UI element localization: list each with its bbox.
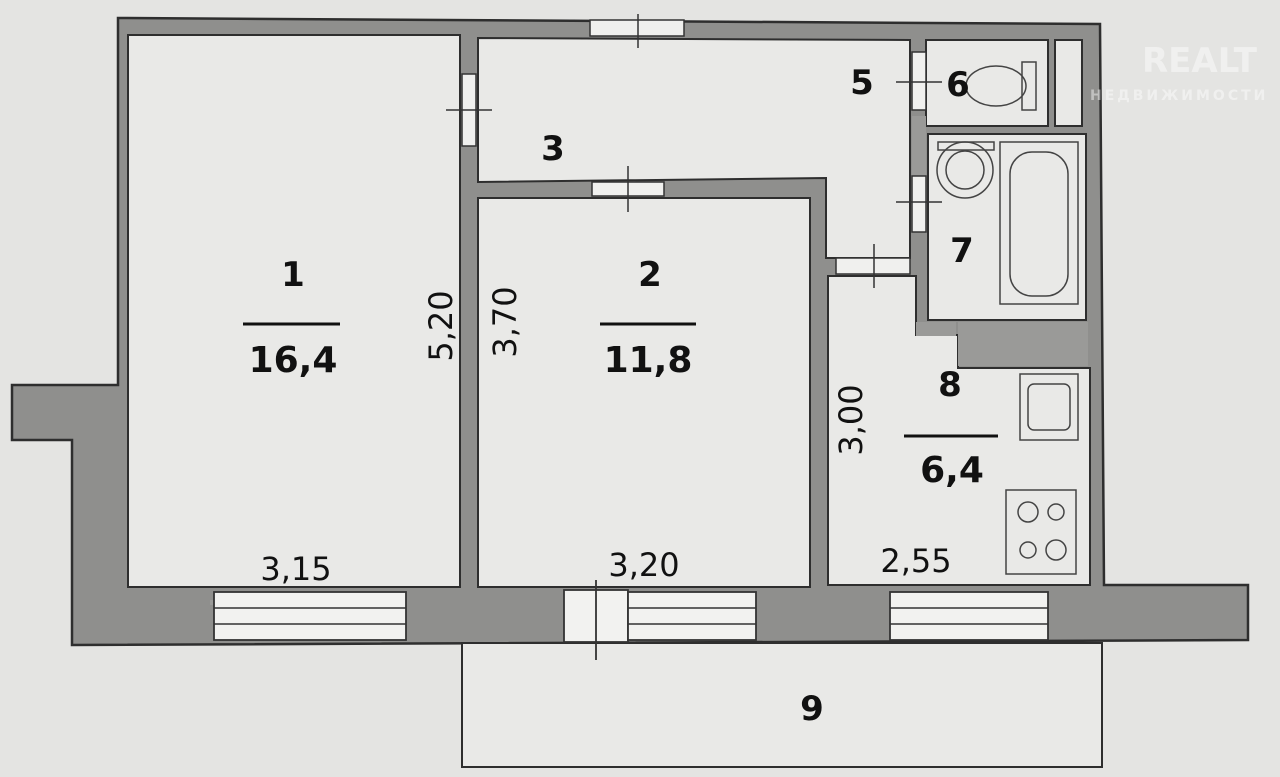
room-8-area: 6,4: [920, 450, 984, 491]
room-7: [927, 133, 1087, 321]
wall-segment: [912, 116, 926, 176]
door-room-8: [835, 244, 911, 288]
window-room-8: [889, 591, 1049, 641]
wall-segment: [958, 322, 1088, 366]
room-3-number: 3: [541, 129, 565, 169]
room-6-number: 6: [946, 65, 970, 105]
room-2: [477, 197, 811, 588]
kitchen-sink-icon: [1019, 373, 1079, 441]
balcony-room-9: [461, 642, 1103, 768]
wall-segment: [916, 322, 956, 336]
balcony-door: [563, 580, 629, 660]
window-room-1: [213, 591, 407, 641]
room-1-width-dimension: 3,15: [260, 550, 331, 588]
room-8-length-dimension: 3,00: [832, 384, 870, 455]
door-room-7: [896, 175, 942, 233]
room-7-number: 7: [950, 231, 974, 271]
entrance-door: [589, 14, 685, 48]
room-2-length-dimension: 3,70: [486, 286, 524, 357]
door-room-6: [896, 51, 942, 111]
watermark-logo: REALT: [1142, 41, 1258, 81]
room-9-number: 9: [800, 689, 824, 729]
room-5-number: 5: [850, 63, 874, 103]
window-room-2: [627, 591, 757, 641]
room-8-number: 8: [938, 365, 962, 405]
room-6: [925, 39, 1049, 127]
room-8-width-dimension: 2,55: [880, 542, 951, 580]
bathtub-icon: [999, 141, 1079, 305]
sink-icon: [936, 141, 995, 199]
room-2-number: 2: [638, 255, 662, 295]
watermark-subtext: НЕДВИЖИМОСТИ: [1090, 88, 1268, 104]
room-1: [127, 34, 461, 588]
room-8: [827, 275, 1091, 586]
room-1-area: 16,4: [249, 340, 338, 381]
room-1-number: 1: [281, 255, 305, 295]
room-3: [477, 36, 911, 259]
room-6-extra: [1054, 39, 1083, 127]
wall-segment: [210, 600, 215, 605]
room-2-area: 11,8: [604, 340, 693, 381]
room-2-width-dimension: 3,20: [608, 546, 679, 584]
room-1-length-dimension: 5,20: [422, 290, 460, 361]
door-room-1: [446, 73, 492, 147]
toilet-icon: [965, 61, 1037, 111]
stove-icon: [1005, 489, 1077, 575]
door-room-2: [591, 166, 665, 212]
